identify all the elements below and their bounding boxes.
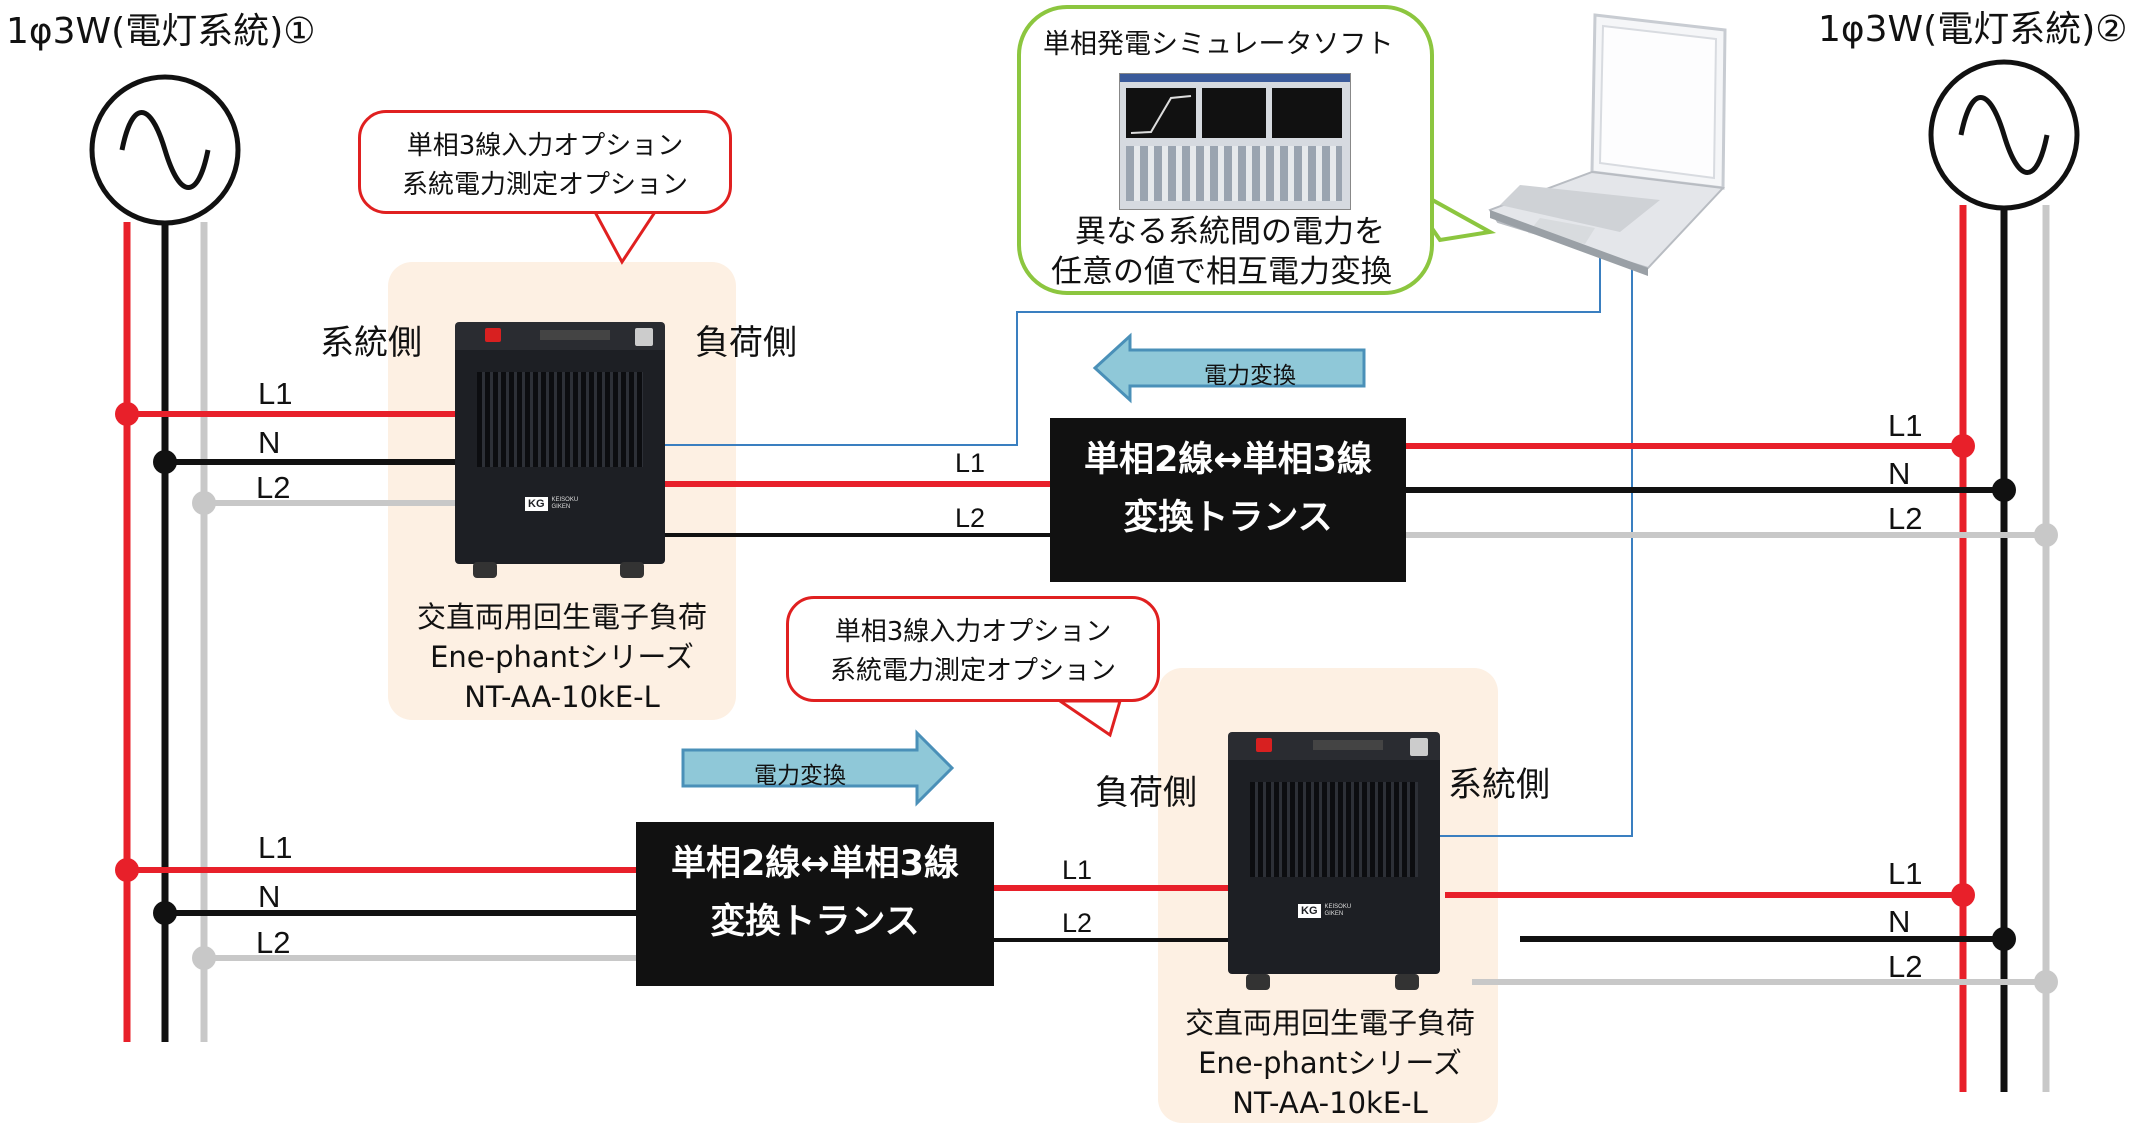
logo-mark: KG bbox=[525, 497, 548, 511]
wire-label-l1: L1 bbox=[1888, 856, 1923, 891]
junction-dot bbox=[115, 402, 139, 426]
wheel-icon bbox=[473, 562, 497, 578]
callout-line: 単相3線入力オプション bbox=[406, 131, 684, 161]
junction-dot bbox=[2034, 523, 2058, 547]
wire-label-l1: L1 bbox=[258, 376, 293, 411]
junction-dot bbox=[2034, 970, 2058, 994]
wheel-icon bbox=[620, 562, 644, 578]
callout-tail-top bbox=[592, 210, 658, 265]
transformer-line: 単相2線↔単相3線 bbox=[670, 844, 960, 884]
wire-label-l1: L1 bbox=[1888, 408, 1923, 443]
option-callout-bottom: 単相3線入力オプション 系統電力測定オプション bbox=[786, 596, 1160, 702]
transformer-bottom: 単相2線↔単相3線 変換トランス bbox=[636, 822, 994, 986]
comm-line-bottom bbox=[1440, 262, 1633, 837]
wire-label-l2: L2 bbox=[1062, 908, 1093, 938]
flow-label-top: 電力変換 bbox=[1204, 363, 1296, 389]
callout-line: 単相3線入力オプション bbox=[834, 617, 1112, 647]
junction-dot bbox=[192, 946, 216, 970]
brand-line: GIKEN bbox=[1324, 911, 1344, 917]
caption-line: 交直両用回生電子負荷 bbox=[416, 600, 707, 634]
wire-label-l1: L1 bbox=[955, 448, 986, 478]
flow-arrow-left-icon bbox=[1092, 332, 1366, 404]
transformer-line: 単相2線↔単相3線 bbox=[1083, 440, 1373, 480]
wire-label-n: N bbox=[1888, 456, 1911, 491]
callout-line: 系統電力測定オプション bbox=[829, 656, 1116, 686]
source-title-right: 1φ3W(電灯系統)② bbox=[1818, 9, 2128, 50]
source-title-left: 1φ3W(電灯系統)① bbox=[6, 11, 316, 52]
flow-arrow-right-icon bbox=[681, 729, 955, 807]
junction-dot bbox=[192, 491, 216, 515]
device-caption-bottom: 交直両用回生電子負荷 Ene-phantシリーズ NT-AA-10kE-L bbox=[1160, 1003, 1500, 1123]
wheel-icon bbox=[1246, 974, 1270, 990]
junction-dot bbox=[1992, 927, 2016, 951]
load-side-label: 負荷側 bbox=[695, 323, 797, 363]
device-caption-top: 交直両用回生電子負荷 Ene-phantシリーズ NT-AA-10kE-L bbox=[392, 597, 732, 717]
transformer-top: 単相2線↔単相3線 変換トランス bbox=[1050, 418, 1406, 582]
wheel-icon bbox=[1395, 974, 1419, 990]
load-side-label: 負荷側 bbox=[1095, 773, 1197, 813]
wire-label-n: N bbox=[258, 879, 281, 914]
junction-dot bbox=[115, 858, 139, 882]
junction-dot bbox=[1951, 883, 1975, 907]
caption-line: Ene-phantシリーズ bbox=[430, 640, 694, 675]
power-switch-icon bbox=[1256, 738, 1272, 752]
flow-label-bottom: 電力変換 bbox=[754, 763, 846, 789]
option-callout-top: 単相3線入力オプション 系統電力測定オプション bbox=[358, 110, 732, 214]
caption-line: NT-AA-10kE-L bbox=[1232, 1086, 1428, 1121]
logo-mark: KG bbox=[1298, 904, 1321, 918]
comm-line-top bbox=[665, 258, 1601, 446]
wire-label-l2: L2 bbox=[1888, 501, 1923, 536]
sine-wave-icon bbox=[89, 74, 241, 226]
software-desc-line: 任意の値で相互電力変換 bbox=[1051, 254, 1392, 290]
wire-label-l2: L2 bbox=[256, 470, 291, 505]
power-switch-icon bbox=[485, 328, 501, 342]
laptop-icon bbox=[1488, 13, 1727, 276]
callout-tail-bottom bbox=[1055, 699, 1123, 738]
wire-label-l2: L2 bbox=[256, 925, 291, 960]
grid-side-label: 系統側 bbox=[1448, 765, 1550, 805]
software-desc-line: 異なる系統間の電力を bbox=[1075, 214, 1385, 250]
brand-line: KEISOKU bbox=[551, 497, 579, 504]
wire-label-l2: L2 bbox=[955, 503, 986, 533]
wire-label-l1: L1 bbox=[1062, 855, 1093, 885]
callout-line: 系統電力測定オプション bbox=[401, 170, 688, 200]
junction-dot bbox=[1992, 478, 2016, 502]
junction-dot bbox=[153, 901, 177, 925]
junction-dot bbox=[153, 450, 177, 474]
wire-label-n: N bbox=[1888, 904, 1911, 939]
transformer-line: 変換トランス bbox=[710, 901, 920, 942]
brand-line: GIKEN bbox=[551, 504, 571, 510]
sine-wave-icon bbox=[1928, 59, 2080, 211]
software-bubble: 単相発電シミュレータソフト 異なる系統間の電力を 任意の値で相互電力変換 bbox=[1017, 5, 1434, 295]
caption-line: 交直両用回生電子負荷 bbox=[1184, 1006, 1475, 1040]
caption-line: NT-AA-10kE-L bbox=[464, 680, 660, 715]
caption-line: Ene-phantシリーズ bbox=[1198, 1046, 1462, 1081]
junction-dot bbox=[1951, 434, 1975, 458]
brand-line: KEISOKU bbox=[1324, 904, 1352, 911]
software-screenshot bbox=[1119, 73, 1351, 210]
wire-label-l1: L1 bbox=[258, 830, 293, 865]
wire-label-n: N bbox=[258, 425, 281, 460]
wire-label-l2: L2 bbox=[1888, 949, 1923, 984]
transformer-line: 変換トランス bbox=[1123, 497, 1333, 538]
grid-side-label: 系統側 bbox=[320, 323, 422, 363]
software-title: 単相発電シミュレータソフト bbox=[1043, 29, 1394, 60]
